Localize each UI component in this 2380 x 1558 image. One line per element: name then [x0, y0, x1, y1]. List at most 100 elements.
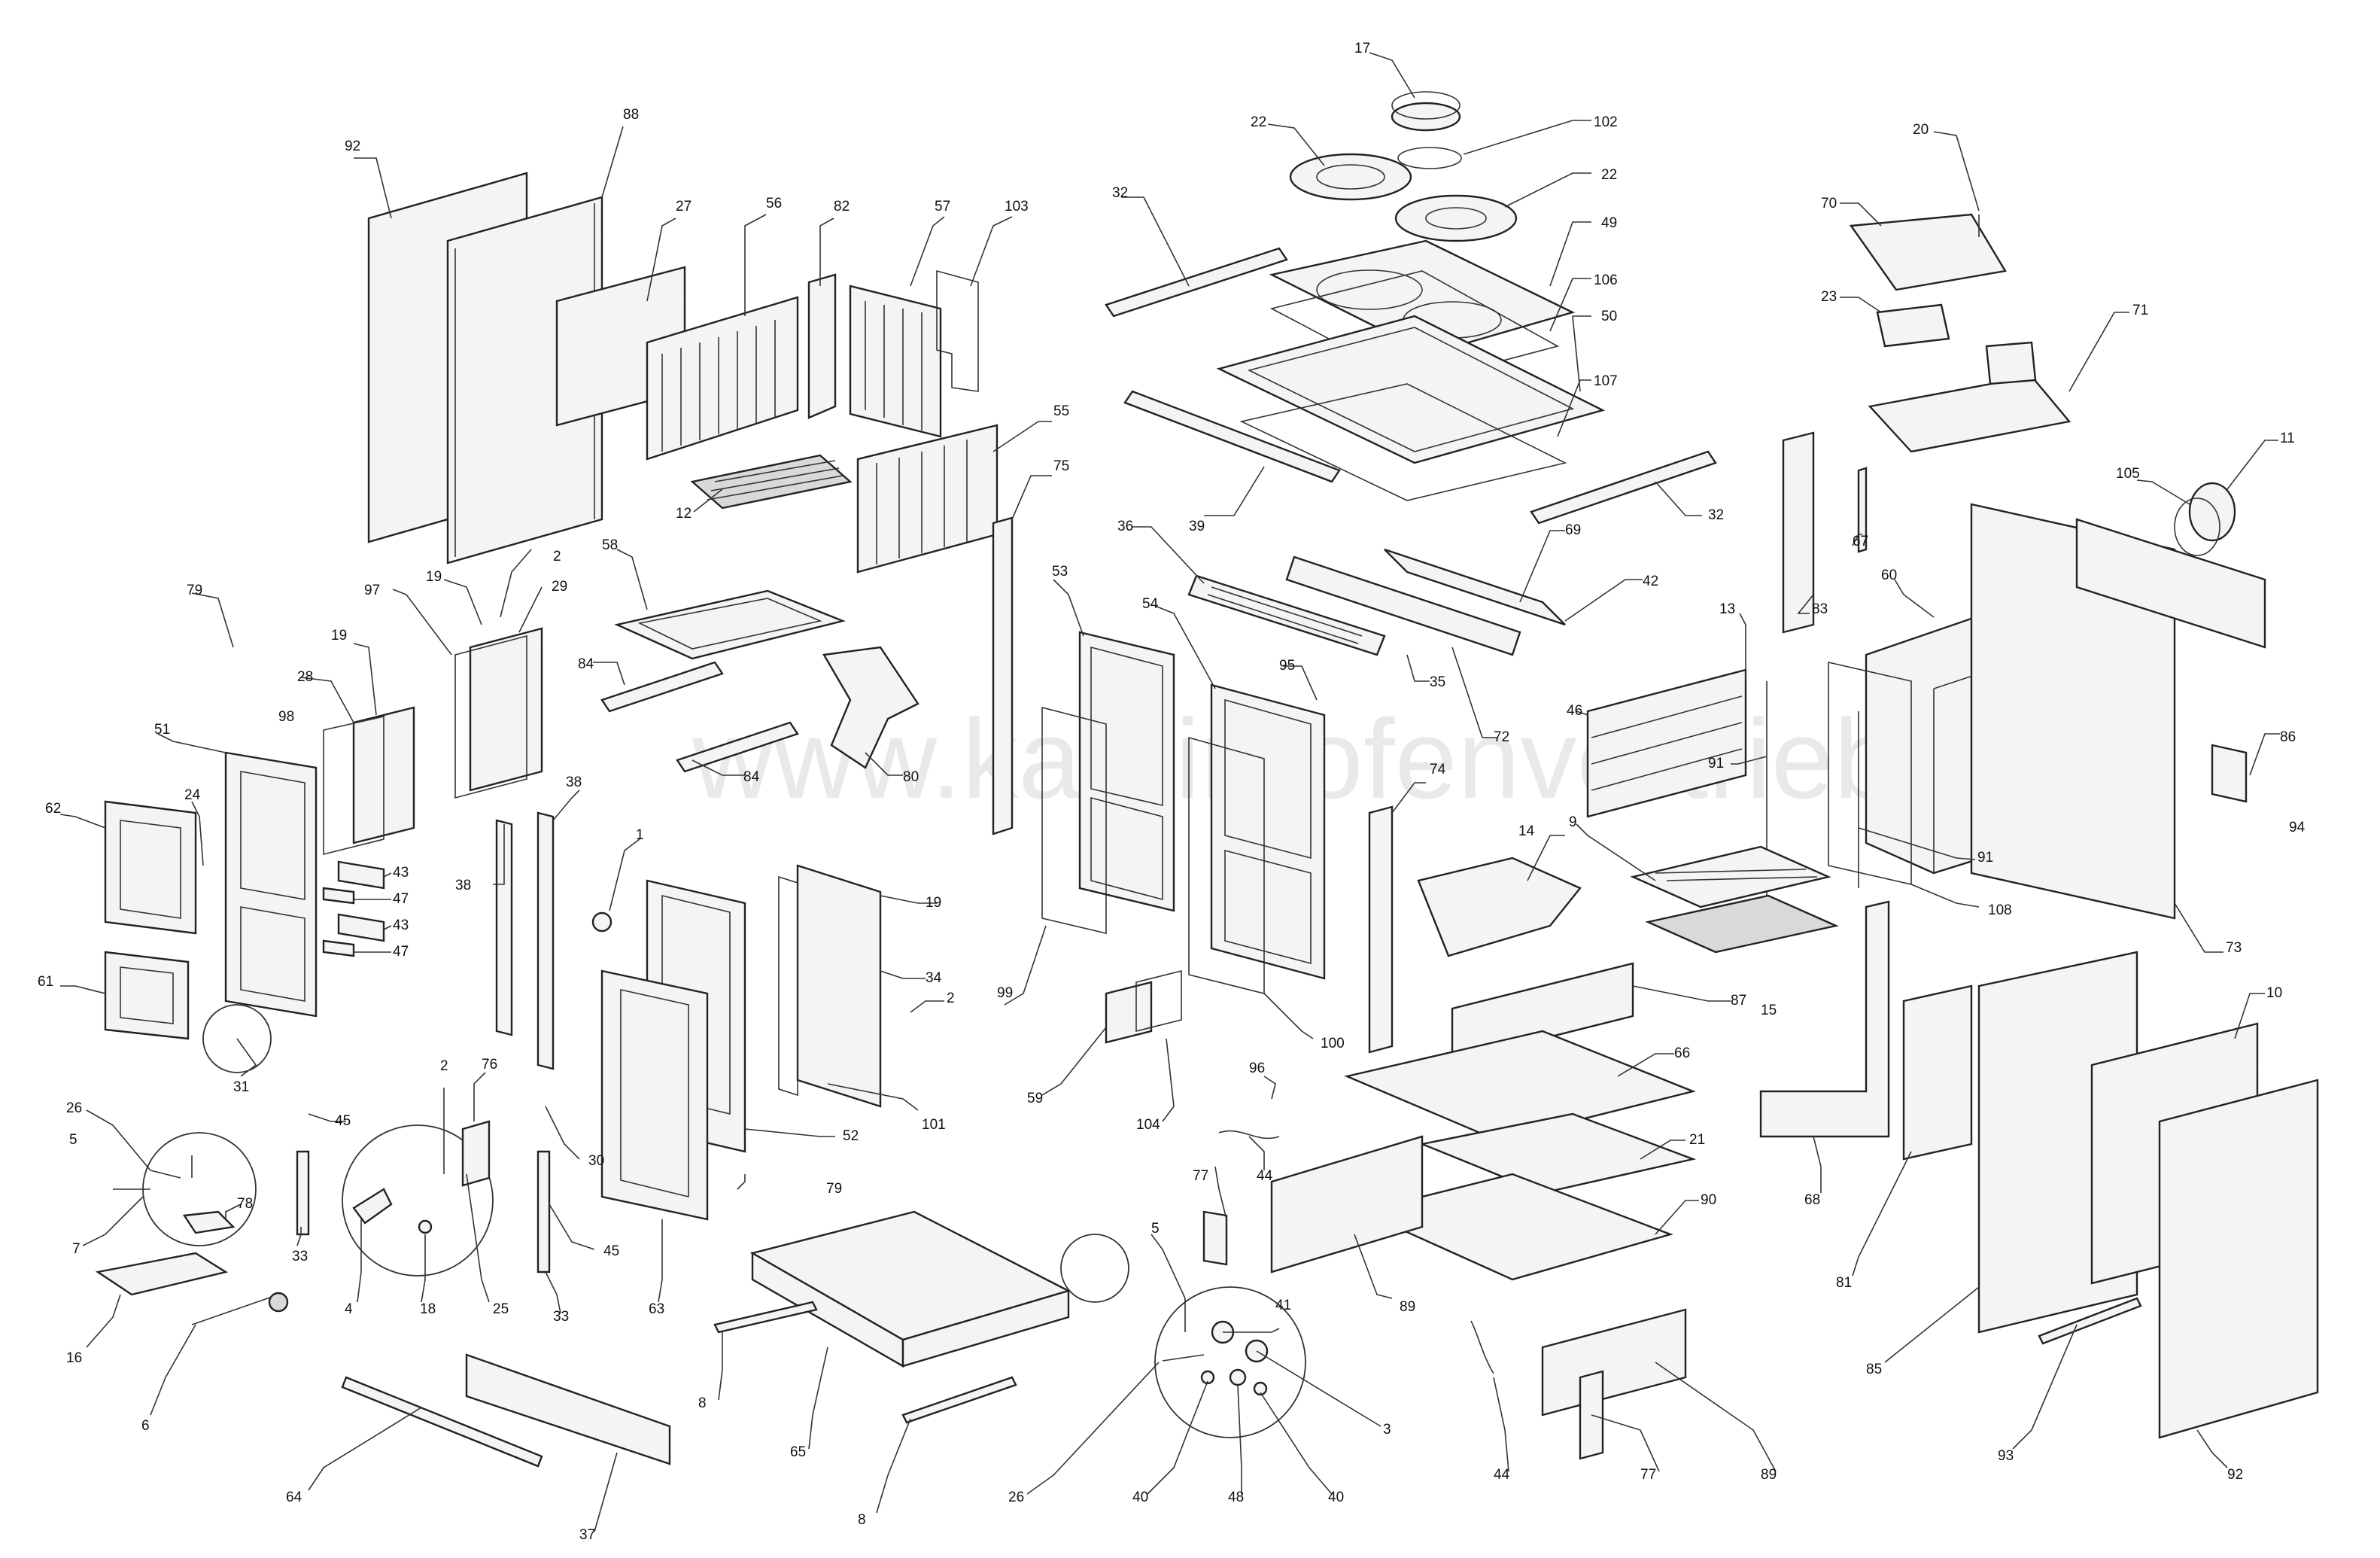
part-number-40a: 40 — [1132, 1490, 1148, 1505]
gasket-97 — [454, 634, 527, 799]
hinge-pin-33b — [536, 1150, 551, 1273]
part-number-95: 95 — [1279, 658, 1295, 674]
part-number-43b: 43 — [393, 917, 409, 933]
part-number-43a: 43 — [393, 865, 409, 881]
part-number-80: 80 — [903, 769, 919, 785]
hinge-4 — [352, 1188, 393, 1225]
part-number-105: 105 — [2116, 466, 2140, 482]
part-number-41: 41 — [1275, 1298, 1291, 1313]
part-number-72: 72 — [1494, 729, 1509, 745]
part-number-70: 70 — [1821, 196, 1837, 211]
plate-43a — [337, 860, 385, 890]
part-number-3: 3 — [1383, 1422, 1391, 1438]
baking-tray-15 — [1645, 894, 1839, 954]
gasket-63 — [600, 969, 709, 1221]
vertical-strip-75 — [992, 516, 1014, 835]
leader-lines — [59, 52, 2280, 1532]
part-number-7: 7 — [72, 1241, 81, 1257]
part-number-60: 60 — [1881, 568, 1897, 583]
watermark-text: www.kamin-ofenvertrieb.de — [692, 695, 2053, 822]
panel-83 — [1782, 431, 1815, 634]
panel-92-right — [2158, 1079, 2319, 1439]
part-number-28: 28 — [297, 669, 313, 685]
part-number-14: 14 — [1518, 823, 1535, 839]
detail-circle-31 — [202, 1004, 272, 1073]
bar-38b — [536, 811, 555, 1070]
part-number-29: 29 — [552, 579, 567, 595]
part-number-17: 17 — [1354, 41, 1370, 56]
part-number-2c: 2 — [440, 1058, 448, 1074]
part-number-87: 87 — [1731, 993, 1746, 1009]
part-number-102: 102 — [1594, 114, 1618, 130]
bracket-89b — [1541, 1308, 1687, 1417]
part-number-9: 9 — [1569, 814, 1577, 830]
part-number-47a: 47 — [393, 891, 409, 907]
gasket-103 — [936, 269, 979, 392]
washer-40a — [1200, 1370, 1215, 1385]
part-number-1: 1 — [636, 827, 644, 843]
hinge-pin-33a — [296, 1150, 310, 1236]
part-number-56: 56 — [766, 196, 782, 211]
part-number-27: 27 — [676, 199, 692, 215]
part-number-97: 97 — [364, 583, 380, 598]
parts-layer — [95, 91, 2319, 1468]
rail-32-right — [1530, 450, 1717, 525]
panel-81 — [1902, 984, 1973, 1161]
part-number-106: 106 — [1594, 272, 1618, 288]
plate-71 — [1868, 375, 2071, 453]
wire-44b — [1470, 1320, 1494, 1374]
part-number-5a: 5 — [69, 1132, 78, 1148]
part-number-39: 39 — [1189, 519, 1205, 534]
part-number-22b: 22 — [1601, 167, 1617, 183]
side-liner-82 — [807, 273, 837, 419]
rail-64 — [341, 1376, 543, 1468]
part-number-50: 50 — [1601, 309, 1617, 324]
part-number-91a: 91 — [1708, 756, 1724, 771]
part-71-top — [1985, 341, 2037, 385]
fire-door-51 — [224, 751, 318, 1018]
part-number-79b: 79 — [826, 1181, 842, 1197]
seal-105 — [2174, 498, 2220, 556]
strip-93 — [2038, 1297, 2142, 1345]
part-number-98: 98 — [278, 709, 294, 725]
part-number-74: 74 — [1430, 762, 1446, 777]
plate-59 — [1105, 981, 1153, 1044]
part-number-44b: 44 — [1494, 1467, 1510, 1483]
strip-67 — [1857, 467, 1868, 553]
part-number-100: 100 — [1321, 1036, 1345, 1051]
ash-pan-58 — [614, 589, 846, 660]
part-number-4: 4 — [345, 1301, 353, 1317]
rail-37 — [465, 1353, 671, 1465]
plate-66 — [1344, 1030, 1696, 1142]
gasket-107 — [1239, 383, 1567, 501]
part-number-58: 58 — [602, 537, 618, 553]
part-number-57: 57 — [935, 199, 950, 215]
strip-74 — [1368, 805, 1394, 1054]
part-number-12: 12 — [676, 506, 692, 522]
part-number-104: 104 — [1136, 1117, 1160, 1133]
part-number-30: 30 — [588, 1153, 604, 1169]
drawer-65 — [749, 1210, 1071, 1368]
hotplate-ring-22b — [1394, 194, 1518, 242]
part-number-19a: 19 — [426, 569, 442, 585]
side-brick-57 — [849, 285, 942, 438]
oven-door-54 — [1210, 683, 1326, 980]
hotplate-ring-22a — [1289, 153, 1412, 201]
part-number-78: 78 — [237, 1196, 253, 1212]
part-number-16: 16 — [66, 1350, 82, 1366]
part-number-55: 55 — [1053, 403, 1069, 419]
part-number-96: 96 — [1249, 1060, 1265, 1076]
part-number-71: 71 — [2132, 303, 2148, 318]
part-number-68: 68 — [1804, 1192, 1820, 1208]
plate-94 — [2211, 744, 2248, 803]
part-number-19c: 19 — [926, 895, 941, 911]
part-number-32a: 32 — [1112, 185, 1128, 201]
part-number-86: 86 — [2280, 729, 2296, 745]
part-number-85: 85 — [1866, 1362, 1882, 1377]
detail-circle-25 — [342, 1124, 494, 1277]
ring-17 — [1391, 102, 1461, 132]
part-number-73: 73 — [2226, 940, 2242, 956]
rail-39 — [1123, 390, 1341, 483]
part-number-45b: 45 — [603, 1243, 619, 1259]
part-number-44a: 44 — [1257, 1168, 1273, 1184]
